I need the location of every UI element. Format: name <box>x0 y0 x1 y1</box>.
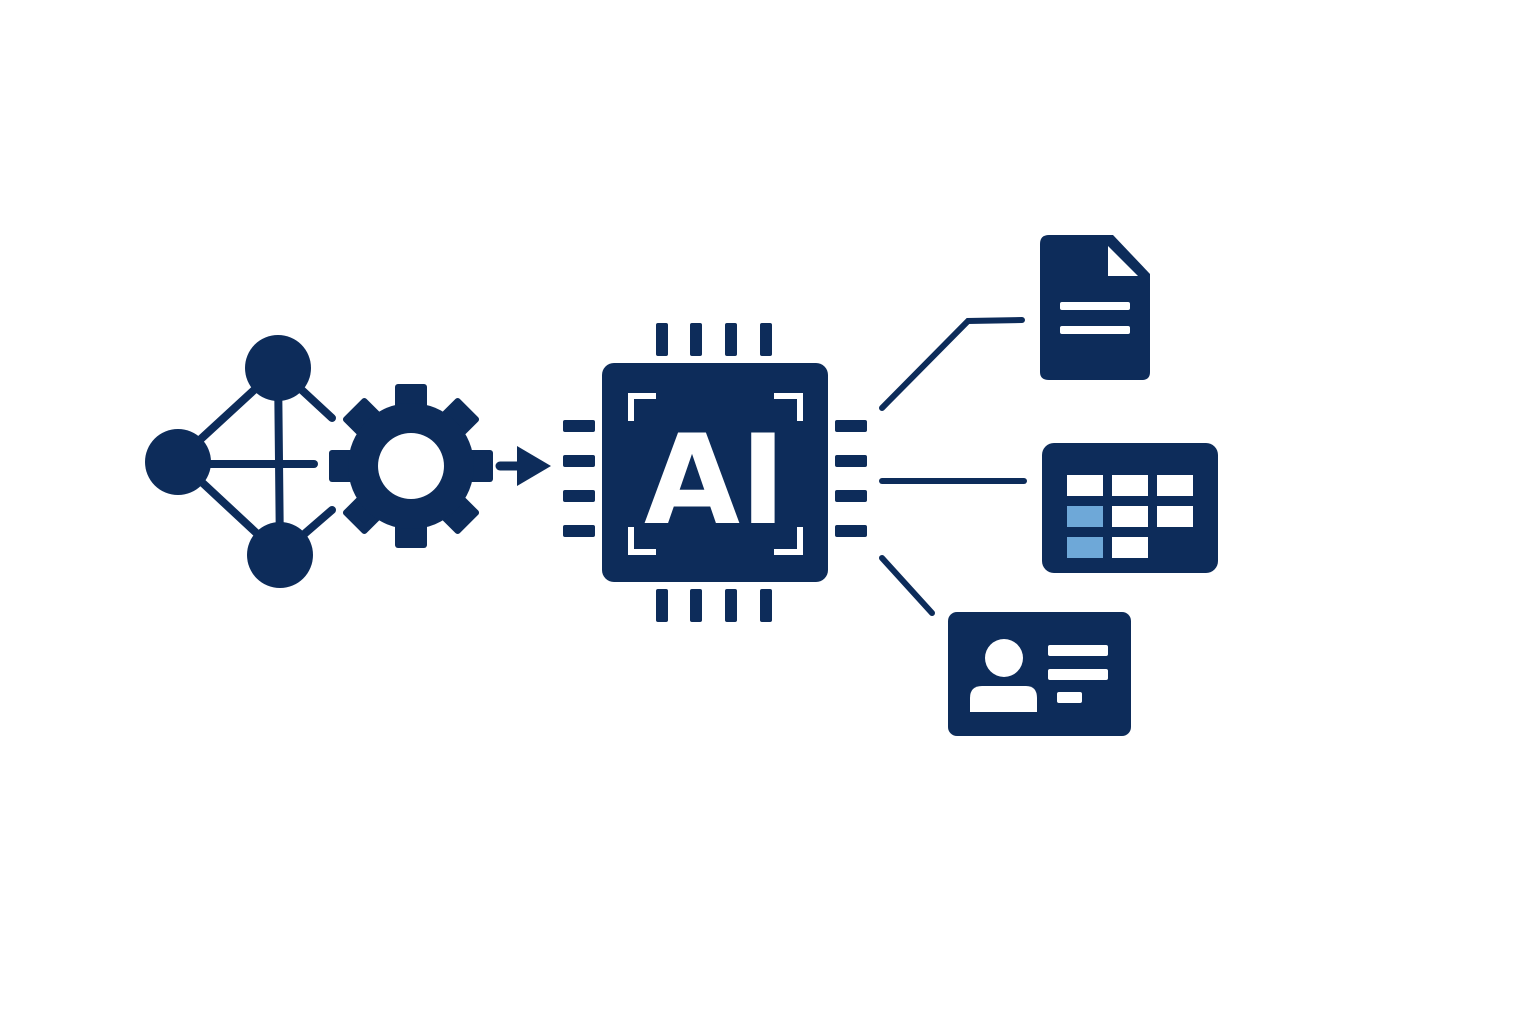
connector-lines <box>879 317 1027 616</box>
chip-corner-brackets <box>628 393 803 555</box>
spreadsheet-icon <box>1042 443 1218 573</box>
chip-pins <box>563 323 867 622</box>
document-icon <box>1040 235 1150 380</box>
profile-card-icon <box>948 612 1131 736</box>
gear-icon <box>329 384 493 548</box>
chip-label: AI <box>644 409 786 553</box>
spreadsheet-cells <box>1067 475 1193 558</box>
connector-to-document <box>879 317 1025 411</box>
connector-to-profile-card <box>879 555 935 616</box>
network-graph-icon <box>145 335 336 588</box>
avatar-icon <box>985 639 1023 677</box>
ai-chip-icon: AI <box>563 323 867 622</box>
chip-body <box>602 363 828 582</box>
arrow-right-icon <box>495 446 551 486</box>
